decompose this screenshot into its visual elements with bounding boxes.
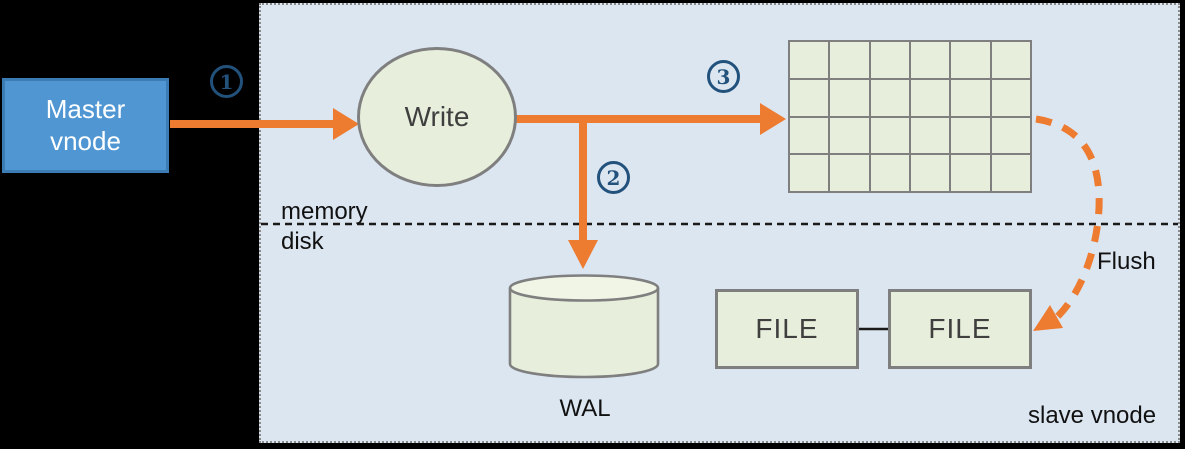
disk-label: disk (281, 228, 324, 255)
memtable-cell (870, 155, 909, 191)
memtable-cell (790, 42, 829, 78)
memtable-cell (910, 117, 950, 154)
write-node: Write (357, 47, 517, 187)
memtable-cell (790, 79, 829, 116)
master-vnode-label: Master vnode (45, 93, 126, 156)
write-node-label: Write (404, 101, 470, 132)
memtable-cell (910, 155, 950, 191)
file-box-2: FILE (888, 289, 1032, 369)
file-box-1: FILE (715, 289, 859, 369)
step-badge-2: 2 (597, 161, 630, 194)
memtable-cell (951, 79, 990, 116)
memtable-cell (991, 42, 1030, 78)
step-1-number: 1 (219, 69, 234, 94)
memtable-cell (830, 79, 869, 116)
flush-label: Flush (1097, 248, 1156, 275)
memtable-cell (991, 155, 1030, 191)
memtable-cell (790, 117, 829, 154)
memtable-cell (870, 42, 909, 78)
wal-label: WAL (559, 395, 611, 422)
memtable-cell (870, 79, 909, 116)
memtable-cell (910, 42, 950, 78)
step-badge-1: 1 (210, 65, 243, 98)
memtable-cell (991, 117, 1030, 154)
memory-label: memory (281, 198, 368, 225)
step-3-number: 3 (716, 64, 731, 89)
memtable-cell (830, 155, 869, 191)
memtable-cell (951, 42, 990, 78)
memtable-cell (830, 117, 869, 154)
memtable-cell (870, 117, 909, 154)
memtable-cell (951, 155, 990, 191)
memtable-cell (991, 79, 1030, 116)
slave-vnode-label: slave vnode (1028, 402, 1157, 429)
step-2-number: 2 (606, 165, 621, 190)
master-vnode-box: Master vnode (2, 78, 169, 173)
file-box-2-label: FILE (928, 313, 992, 344)
memtable-cell (790, 155, 829, 191)
memtable-grid (788, 40, 1032, 193)
file-box-1-label: FILE (755, 313, 819, 344)
memtable-cell (951, 117, 990, 154)
memtable-cell (910, 79, 950, 116)
step-badge-3: 3 (707, 60, 740, 93)
memtable-cell (830, 42, 869, 78)
